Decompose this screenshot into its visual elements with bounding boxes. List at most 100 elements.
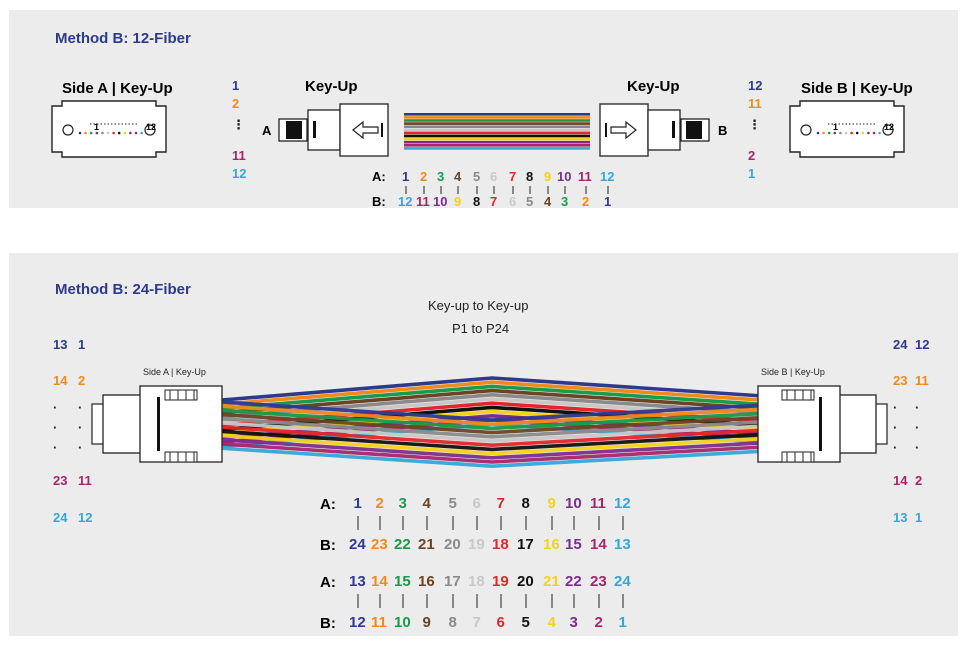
row2-b-fiber: 6 xyxy=(496,614,505,631)
right-fiber-number: 2 xyxy=(748,148,756,163)
ribbon-fiber-lower xyxy=(221,442,764,464)
fiber-dot xyxy=(855,131,859,135)
row-b-fiber: 2 xyxy=(582,194,590,209)
row1-a-fiber: 7 xyxy=(496,495,505,512)
row-a-fiber: 9 xyxy=(544,169,552,184)
row2-a-label: A: xyxy=(320,574,336,591)
ribbon-fiber-lower xyxy=(221,412,764,435)
guide-pin-hole xyxy=(144,124,156,136)
connector-a-body xyxy=(307,109,341,151)
key-mark xyxy=(605,123,607,137)
row2-b-fiber: 10 xyxy=(394,614,411,631)
row1-b-fiber: 13 xyxy=(614,536,631,553)
row-b-fiber: 11 xyxy=(416,194,430,209)
side-a-fiber-1-label: 1 xyxy=(94,122,100,132)
row1-b-fiber: 21 xyxy=(418,536,435,553)
row2-b-fiber: 4 xyxy=(547,614,556,631)
row-b-fiber: 10 xyxy=(433,194,448,209)
row-b-label: B: xyxy=(372,194,386,209)
left-fiber-number: 12 xyxy=(232,166,247,181)
left-label-num: 14 xyxy=(53,373,68,388)
ribbon-fiber-lower xyxy=(221,433,764,456)
left-fiber-number: 2 xyxy=(232,96,240,111)
left-label-num: · xyxy=(53,420,58,435)
body xyxy=(837,394,877,454)
ribbon-fiber-lower xyxy=(221,425,764,448)
row-a-fiber: 3 xyxy=(437,169,445,184)
left-label-num: 24 xyxy=(53,510,68,525)
connector-a-label: A xyxy=(262,123,272,138)
row2-b-fiber: 11 xyxy=(371,614,387,631)
row2-b-fiber: 8 xyxy=(448,614,457,631)
ribbon-fiber-upper xyxy=(221,380,764,406)
fiber-dot xyxy=(844,131,848,135)
right-fiber-number: 11 xyxy=(748,96,762,111)
key-up-arrow-icon xyxy=(352,120,379,140)
row1-b-fiber: 22 xyxy=(394,536,411,553)
right-label-num: 11 xyxy=(915,373,929,388)
ribbon-fiber-lower xyxy=(221,446,764,469)
ribbon-fiber-lower xyxy=(221,429,764,452)
ribbon-fiber-lower xyxy=(221,438,764,460)
row2-b-fiber: 1 xyxy=(618,614,627,631)
row2-a-fiber: 15 xyxy=(394,573,411,590)
fiber-dot xyxy=(872,131,876,135)
row2-a-fiber: 23 xyxy=(590,573,607,590)
right-label-num: · xyxy=(915,440,920,455)
fiber-dot xyxy=(134,131,138,135)
connector-a-core xyxy=(286,121,302,139)
row2-a-fiber: 14 xyxy=(371,573,388,590)
right-label-num: 23 xyxy=(893,373,908,388)
row-a-label: A: xyxy=(372,169,386,184)
row2-a-fiber: 20 xyxy=(517,573,534,590)
right-label-num: · xyxy=(893,400,898,415)
ribbon-fiber xyxy=(404,147,590,150)
side-b-fiber-12-label: 12 xyxy=(884,122,895,132)
fiber-dot xyxy=(861,131,865,135)
fiber-dot xyxy=(827,131,831,135)
left-fiber-number: 1 xyxy=(232,78,240,93)
left-label-num: · xyxy=(53,440,58,455)
ribbon-fiber-lower xyxy=(221,421,764,443)
key-top xyxy=(781,389,815,401)
row-a-fiber: 1 xyxy=(402,169,410,184)
ribbon-fiber xyxy=(404,122,590,125)
fiber-dot xyxy=(78,131,82,135)
left-label-num: · xyxy=(78,400,83,415)
panel-title: Method B: 12-Fiber xyxy=(55,30,191,47)
fiber-dot xyxy=(84,131,87,135)
ferrule xyxy=(874,403,888,445)
left-label-num: 11 xyxy=(78,473,92,488)
ribbon-fiber-upper xyxy=(221,384,764,411)
fiber-dot xyxy=(112,131,115,135)
guide-pin-hole xyxy=(62,124,74,136)
guide-pin-hole xyxy=(800,124,812,136)
row-a-fiber: 4 xyxy=(454,169,462,184)
left-label-num: 13 xyxy=(53,337,68,352)
row1-b-fiber: 14 xyxy=(590,536,607,553)
row2-a-fiber: 21 xyxy=(543,573,560,590)
row2-a-fiber: 17 xyxy=(444,573,461,590)
key-up-arrow-icon xyxy=(610,120,637,140)
side-b-label: Side B | Key-Up xyxy=(801,80,913,97)
right-label-num: 14 xyxy=(893,473,908,488)
row-b-fiber: 4 xyxy=(544,194,552,209)
row2-b-fiber: 5 xyxy=(521,614,530,631)
row2-b-fiber: 12 xyxy=(349,614,366,631)
row-b-fiber: 8 xyxy=(473,194,481,209)
row1-b-fiber: 17 xyxy=(517,536,534,553)
left-fiber-number: ⋮ xyxy=(232,117,245,132)
ribbon-fiber xyxy=(404,128,590,132)
row1-a-fiber: 2 xyxy=(375,495,384,512)
row2-a-fiber: 19 xyxy=(492,573,509,590)
side-a-fiber-12-label: 12 xyxy=(146,122,157,132)
left-label-num: 1 xyxy=(78,337,86,352)
ribbon-fiber xyxy=(404,140,590,144)
right-label-num: · xyxy=(915,420,920,435)
fiber-dot xyxy=(140,131,143,135)
row1-b-fiber: 19 xyxy=(468,536,485,553)
row-b-fiber: 6 xyxy=(509,194,517,209)
row1-a-fiber: 12 xyxy=(614,495,631,512)
fiber-dot xyxy=(129,131,132,135)
